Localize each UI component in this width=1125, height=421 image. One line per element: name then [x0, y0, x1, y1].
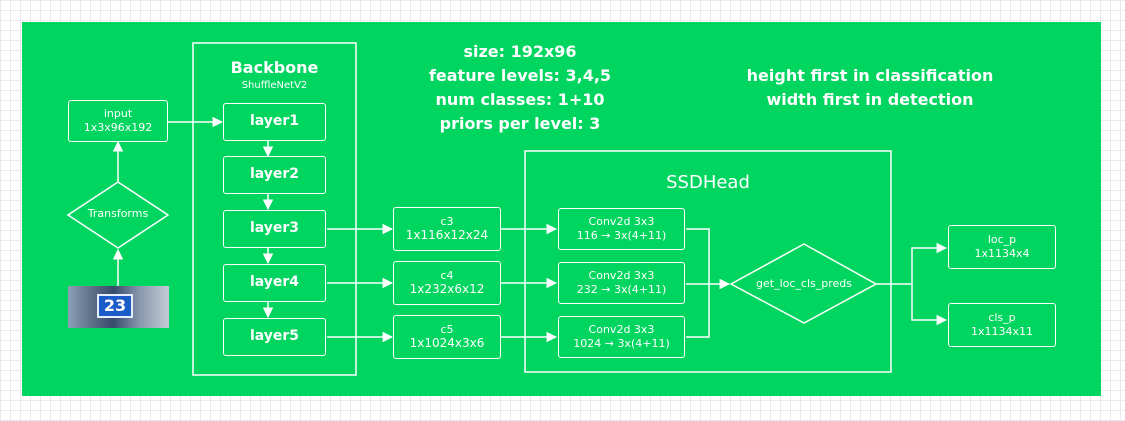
input-shape: 1x3x96x192 — [83, 121, 153, 134]
c3-node: c3 1x116x12x24 — [393, 207, 501, 251]
connector-conv3 — [686, 228, 710, 284]
transforms-label: Transforms — [87, 207, 149, 220]
sample-image: 23 — [68, 286, 169, 328]
loc-output-node: loc_p 1x1134x4 — [948, 225, 1056, 269]
sample-image-digits: 23 — [97, 294, 133, 318]
loc-output-shape: 1x1134x4 — [974, 247, 1030, 260]
conv4-title: Conv2d 3x3 — [588, 269, 655, 283]
connector-conv5 — [686, 284, 710, 338]
info-feature-levels: feature levels: 3,4,5 — [428, 66, 612, 85]
backbone-container — [192, 42, 357, 376]
arrow-preds-to-loc — [911, 242, 948, 284]
backbone-title: Backbone — [230, 58, 319, 77]
layer1-node: layer1 — [223, 103, 326, 141]
info-block: size: 192x96 feature levels: 3,4,5 num c… — [400, 40, 640, 136]
layer3-node: layer3 — [223, 210, 326, 248]
backbone-subtitle: ShuffleNetV2 — [241, 80, 308, 91]
note-block: height first in classification width fir… — [725, 64, 1015, 112]
cls-output-shape: 1x1134x11 — [970, 325, 1033, 338]
cls-output-name: cls_p — [988, 311, 1016, 325]
conv3-spec: 116 → 3x(4+11) — [576, 229, 667, 242]
transforms-diamond — [66, 181, 170, 249]
info-priors: priors per level: 3 — [439, 114, 601, 133]
layer4-node: layer4 — [223, 264, 326, 302]
layer5-node: layer5 — [223, 318, 326, 356]
layer1-label: layer1 — [249, 113, 300, 130]
layer2-node: layer2 — [223, 156, 326, 194]
conv5-spec: 1024 → 3x(4+11) — [573, 337, 670, 350]
c4-shape: 1x232x6x12 — [409, 282, 485, 297]
c3-name: c3 — [440, 214, 454, 228]
conv3-node: Conv2d 3x3 116 → 3x(4+11) — [558, 208, 685, 250]
info-num-classes: num classes: 1+10 — [435, 90, 605, 109]
cls-output-node: cls_p 1x1134x11 — [948, 303, 1056, 347]
note-classification: height first in classification — [746, 66, 994, 85]
c4-node: c4 1x232x6x12 — [393, 261, 501, 305]
c5-name: c5 — [440, 322, 454, 336]
info-size: size: 192x96 — [463, 42, 577, 61]
c3-shape: 1x116x12x24 — [405, 228, 489, 243]
c5-node: c5 1x1024x3x6 — [393, 315, 501, 359]
ssdhead-container — [524, 150, 892, 373]
diagram-background — [22, 22, 1101, 396]
conv5-node: Conv2d 3x3 1024 → 3x(4+11) — [558, 316, 685, 358]
loc-output-name: loc_p — [987, 233, 1017, 247]
conv4-node: Conv2d 3x3 232 → 3x(4+11) — [558, 262, 685, 304]
layer3-label: layer3 — [249, 220, 300, 237]
layer4-label: layer4 — [249, 274, 300, 291]
conv4-spec: 232 → 3x(4+11) — [576, 283, 667, 296]
preds-diamond — [729, 243, 878, 324]
conv3-title: Conv2d 3x3 — [588, 215, 655, 229]
c4-name: c4 — [440, 268, 454, 282]
layer5-label: layer5 — [249, 328, 300, 345]
conv5-title: Conv2d 3x3 — [588, 323, 655, 337]
input-node: input 1x3x96x192 — [68, 100, 168, 142]
c5-shape: 1x1024x3x6 — [409, 336, 485, 351]
preds-label: get_loc_cls_preds — [756, 277, 852, 290]
input-title: input — [103, 107, 133, 121]
arrow-preds-to-cls — [911, 284, 948, 326]
note-detection: width first in detection — [766, 90, 974, 109]
ssdhead-title: SSDHead — [666, 172, 750, 193]
layer2-label: layer2 — [249, 166, 300, 183]
